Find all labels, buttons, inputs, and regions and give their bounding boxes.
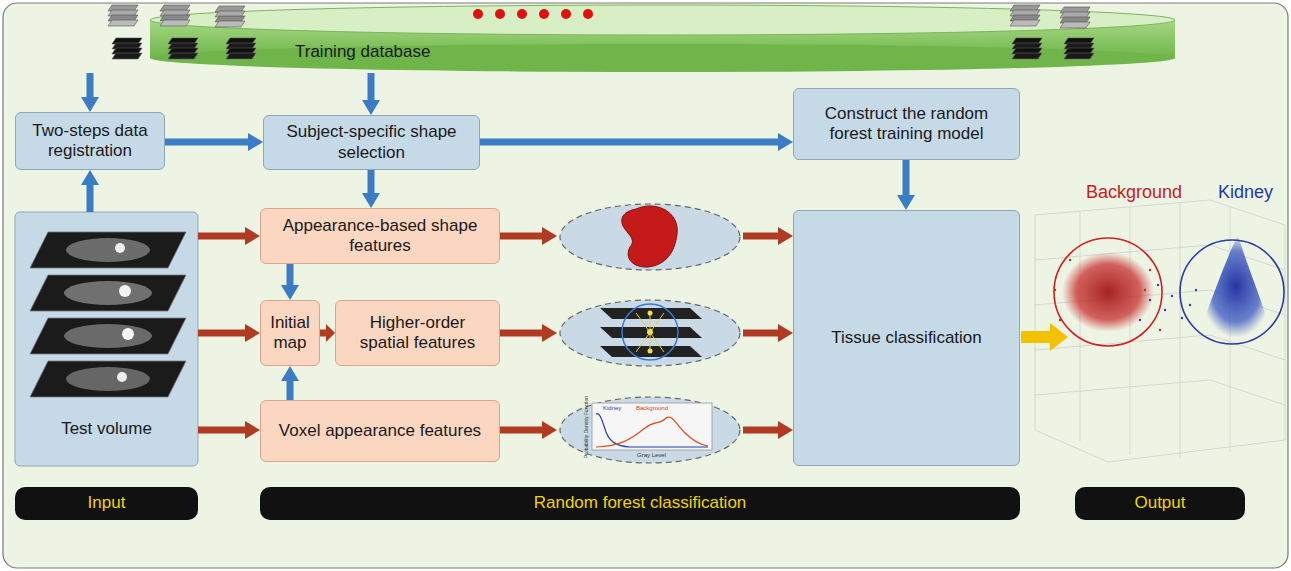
connector-arrow bbox=[281, 264, 299, 300]
process-box: Two-steps data registration bbox=[15, 112, 165, 170]
node-label: Two-steps data registration bbox=[24, 121, 156, 162]
connector-arrow bbox=[320, 324, 335, 342]
node-label: Construct the random forest training mod… bbox=[802, 104, 1011, 145]
classifier-box: Tissue classification bbox=[793, 210, 1020, 466]
node-label: Higher-order spatial features bbox=[344, 313, 491, 354]
node-label: Test volume bbox=[61, 419, 152, 439]
connector-arrow bbox=[362, 170, 380, 208]
feature-box: Higher-order spatial features bbox=[335, 300, 500, 366]
connector-arrow bbox=[198, 227, 260, 245]
process-box: Construct the random forest training mod… bbox=[793, 88, 1020, 160]
feature-box: Appearance-based shape features bbox=[260, 208, 500, 264]
connector-arrow bbox=[500, 227, 793, 245]
plot-label: Background bbox=[636, 405, 668, 411]
connector-arrow bbox=[362, 73, 380, 115]
connector-arrow bbox=[198, 324, 260, 342]
connector-arrow bbox=[281, 366, 299, 400]
plot-label: Gray Level bbox=[637, 452, 666, 458]
feature-box: Initial map bbox=[260, 300, 320, 366]
node-label: Initial map bbox=[264, 313, 316, 354]
node-label: Tissue classification bbox=[831, 328, 982, 348]
node-label: Input bbox=[88, 493, 126, 513]
connector-arrow bbox=[500, 324, 793, 342]
node-label: Training database bbox=[295, 42, 430, 62]
connector-arrow bbox=[500, 421, 793, 439]
connector-arrow bbox=[81, 73, 99, 112]
connector-arrow bbox=[897, 160, 915, 210]
node-label: Appearance-based shape features bbox=[269, 216, 491, 257]
connector-arrow bbox=[198, 421, 260, 439]
plot-label: Background bbox=[1086, 183, 1182, 201]
feature-box: Voxel appearance features bbox=[260, 400, 500, 462]
connector-arrow bbox=[165, 133, 263, 151]
connector-arrow bbox=[81, 170, 99, 212]
plot-label: Kidney bbox=[1218, 183, 1273, 201]
node-label: Output bbox=[1134, 493, 1185, 513]
input-volume-box: Test volume bbox=[15, 212, 198, 466]
stage-bar: Input bbox=[15, 487, 198, 520]
database-cylinder: Training database bbox=[150, 5, 1175, 73]
node-label: Random forest classification bbox=[534, 493, 747, 513]
stage-bar: Random forest classification bbox=[260, 487, 1020, 520]
process-box: Subject-specific shape selection bbox=[263, 115, 480, 170]
node-label: Voxel appearance features bbox=[279, 421, 481, 441]
plot-label: Kidney bbox=[603, 405, 621, 411]
node-label: Subject-specific shape selection bbox=[272, 122, 471, 163]
axis-label: Probability Density Function bbox=[584, 396, 589, 458]
connector-arrow bbox=[480, 133, 793, 151]
stage-bar: Output bbox=[1075, 487, 1245, 520]
